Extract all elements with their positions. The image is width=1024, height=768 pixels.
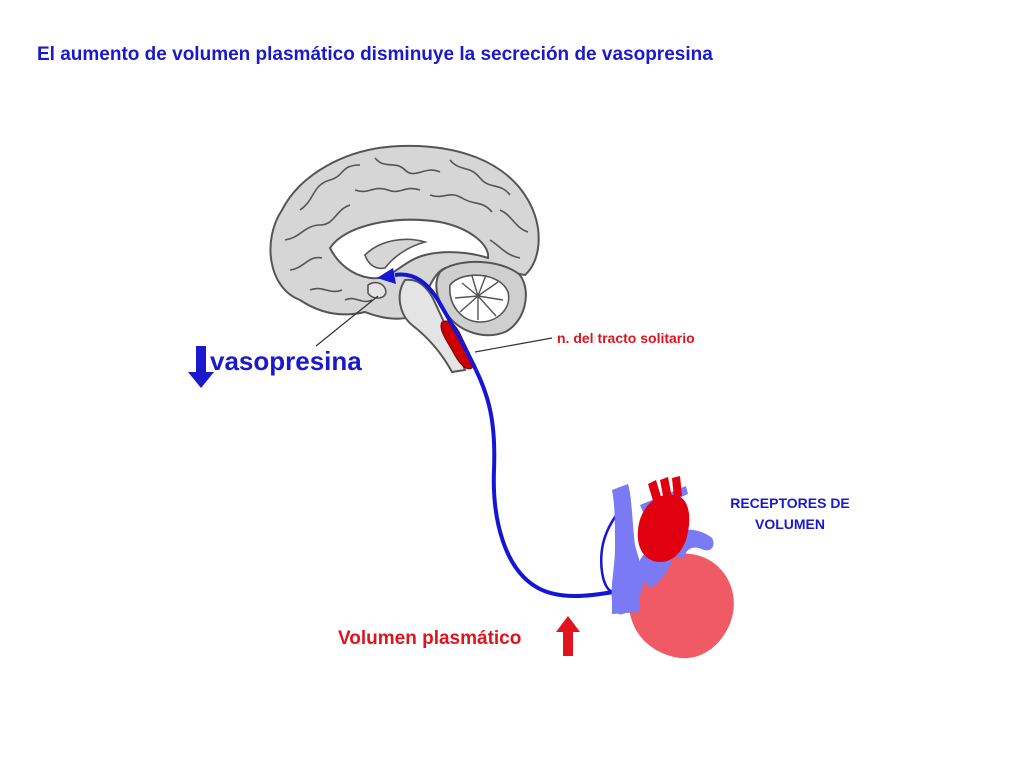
- aorta: [637, 494, 690, 562]
- hypothalamus-leader-line: [315, 295, 379, 347]
- volume-receptors-line2: VOLUMEN: [755, 516, 825, 532]
- pathway-arrowhead: [377, 268, 396, 284]
- vasopressin-label: vasopresina: [210, 346, 362, 376]
- gyri: [284, 157, 529, 303]
- superior-vena-cava: [611, 484, 644, 615]
- afferent-nerve: [474, 369, 614, 598]
- thalamus: [364, 238, 428, 270]
- volume-receptors-label: RECEPTORES DE VOLUMEN: [712, 493, 868, 535]
- central-pathway: [394, 272, 478, 371]
- cerebellum-arbor: [449, 274, 510, 323]
- vasopressin-down-arrow: [188, 346, 214, 388]
- aortic-branch-3: [672, 476, 682, 498]
- plasma-volume-label: Volumen plasmático: [338, 628, 522, 649]
- cerebellum-folia: [454, 274, 504, 320]
- plasma-volume-up-arrow: [556, 616, 580, 656]
- aortic-branch-1: [648, 480, 662, 504]
- page-title: El aumento de volumen plasmático disminu…: [37, 44, 713, 65]
- aortic-branch-2: [660, 477, 672, 501]
- brainstem: [398, 278, 467, 374]
- heart-illustration: [611, 476, 734, 659]
- inferior-vena-cava: [612, 597, 640, 614]
- brain-illustration: [269, 144, 553, 374]
- nucleus-label: n. del tracto solitario: [557, 330, 695, 346]
- nucleus-leader-line: [474, 337, 553, 353]
- pituitary: [367, 281, 387, 299]
- nucleus-tractus-solitarius: [440, 320, 473, 370]
- volume-receptors-line1: RECEPTORES DE: [730, 495, 850, 511]
